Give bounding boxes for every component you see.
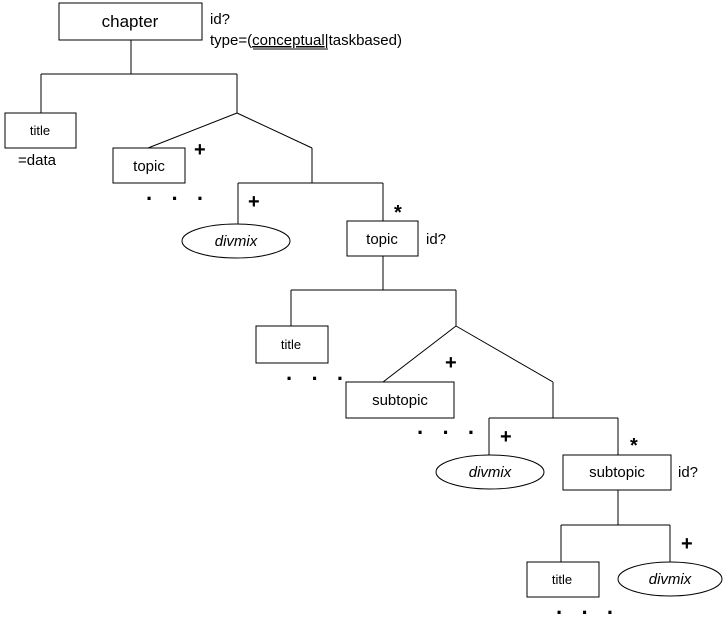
- chapter-attr-type-prefix: type=(: [210, 32, 252, 49]
- divmix-3-ellipse: [617, 561, 723, 597]
- title-1-note: =data: [18, 152, 57, 169]
- title-2-box: [255, 325, 329, 364]
- node-divmix-3: divmix: [617, 561, 723, 597]
- title-2-label: title: [281, 337, 301, 352]
- topic-2-label: topic: [366, 231, 398, 248]
- subtopic-2-attr-id: id?: [678, 464, 698, 481]
- subtopic-1-plus: +: [445, 352, 457, 374]
- topic-1-ellipsis: · · ·: [146, 186, 210, 211]
- topic-2-box: [346, 220, 419, 257]
- title-1-box: [4, 112, 77, 149]
- chapter-attr-type: type=(conceptual|taskbased): [210, 32, 402, 49]
- node-topic-2: topic: [346, 220, 419, 257]
- divmix-2-plus: +: [500, 426, 512, 448]
- subtopic-1-box: [345, 381, 455, 419]
- chapter-attr-type-default: conceptual: [252, 32, 325, 49]
- subtopic-2-star: *: [630, 435, 638, 457]
- node-divmix-2: divmix: [435, 454, 545, 490]
- title-3-label: title: [552, 572, 572, 587]
- edge-choice-right: [236, 112, 313, 149]
- topic-1-plus: +: [194, 139, 206, 161]
- edge-choice-right2: [455, 325, 554, 383]
- node-title-3: title: [526, 561, 600, 598]
- subtopic-1-ellipsis: · · ·: [417, 420, 481, 445]
- node-topic-1: topic: [112, 147, 186, 184]
- divmix-3-plus: +: [681, 533, 693, 555]
- chapter-attr-type-rest: |taskbased): [325, 32, 402, 49]
- chapter-label: chapter: [102, 12, 159, 31]
- topic-1-box: [112, 147, 186, 184]
- node-title-2: title: [255, 325, 329, 364]
- divmix-2-ellipse: [435, 454, 545, 490]
- topic-1-label: topic: [133, 158, 165, 175]
- title-1-label: title: [30, 123, 50, 138]
- node-subtopic-2: subtopic: [562, 454, 672, 491]
- node-divmix-1: divmix: [181, 223, 291, 259]
- chapter-attr-id: id?: [210, 11, 230, 28]
- subtopic-2-box: [562, 454, 672, 491]
- topic-2-attr-id: id?: [426, 231, 446, 248]
- edges: [40, 40, 671, 562]
- divmix-1-plus: +: [248, 191, 260, 213]
- node-title-1: title: [4, 112, 77, 149]
- edge-choice-topic: [147, 112, 238, 149]
- divmix-3-label: divmix: [649, 571, 692, 588]
- subtopic-2-label: subtopic: [589, 464, 645, 481]
- divmix-2-label: divmix: [469, 464, 512, 481]
- chapter-box: [58, 2, 203, 41]
- edge-choice-subtopic1: [382, 325, 457, 383]
- subtopic-1-label: subtopic: [372, 392, 428, 409]
- title-3-box: [526, 561, 600, 598]
- divmix-1-ellipse: [181, 223, 291, 259]
- divmix-1-label: divmix: [215, 233, 258, 250]
- title-3-ellipsis: · · ·: [556, 600, 620, 625]
- topic-2-star: *: [394, 202, 402, 224]
- title-2-ellipsis: · · ·: [286, 366, 350, 391]
- node-chapter: chapter: [58, 2, 203, 41]
- node-subtopic-1: subtopic: [345, 381, 455, 419]
